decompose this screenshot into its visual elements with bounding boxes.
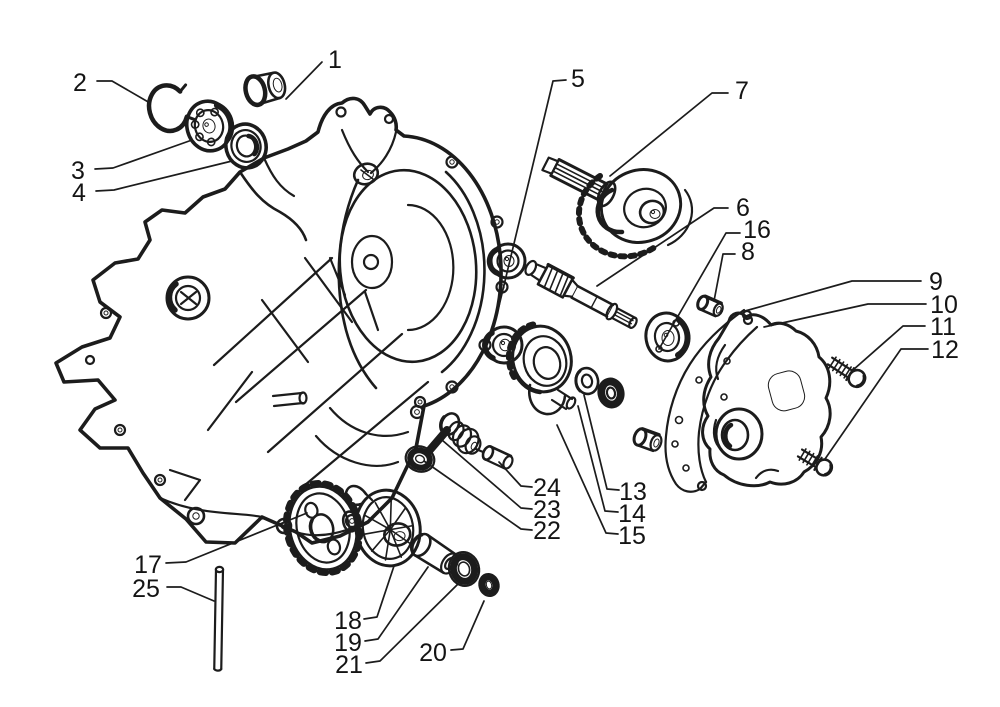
callout-label-5: 5	[571, 65, 585, 93]
mount-boss	[165, 275, 211, 321]
bell-cavity-arc	[406, 203, 455, 332]
leader-line-2	[96, 80, 151, 104]
callout-label-12: 12	[931, 336, 959, 364]
leader-line-13	[583, 394, 620, 491]
leader-line-6	[596, 207, 729, 287]
part-7-primary-shaft	[541, 156, 694, 260]
part-10-transmission-cover	[701, 311, 832, 488]
part-24-pin	[481, 445, 514, 470]
callout-label-18: 18	[334, 607, 362, 635]
callout-label-1: 1	[328, 46, 342, 74]
bell-inner-rim	[338, 168, 478, 364]
leader-line-24	[498, 461, 533, 488]
leader-line-15	[556, 424, 619, 535]
callout-label-10: 10	[930, 291, 958, 319]
part-22-lever	[404, 426, 451, 473]
leader-line-9	[744, 280, 922, 312]
part-12-screw	[796, 448, 834, 477]
part-19-spacer	[410, 532, 460, 575]
callout-label-25: 25	[132, 575, 160, 603]
leader-line-3	[94, 139, 193, 170]
leader-line-16	[658, 232, 741, 350]
leader-line-17	[165, 512, 308, 564]
part-8-dowel-bush-lower	[632, 427, 663, 453]
callout-label-7: 7	[735, 77, 749, 105]
leader-line-10	[763, 303, 927, 328]
part-4-oil-seal	[224, 122, 268, 170]
bell-flange-bolt-holes	[413, 155, 509, 409]
leader-line-22	[423, 460, 533, 531]
callout-label-4: 4	[72, 179, 86, 207]
callout-label-20: 20	[419, 639, 447, 667]
callout-label-21: 21	[335, 651, 363, 679]
part-1-bushing	[243, 71, 287, 108]
callout-label-11: 11	[930, 313, 956, 341]
leader-line-23	[441, 439, 533, 510]
leader-line-19	[364, 566, 429, 642]
part-crankcase-half	[54, 96, 509, 545]
callout-label-6: 6	[736, 194, 750, 222]
part-20-o-ring	[478, 572, 500, 598]
callout-label-24: 24	[533, 474, 561, 502]
leader-line-7	[609, 92, 729, 177]
part-16-ball-bearing	[644, 311, 691, 363]
part-13-ring	[597, 377, 625, 409]
leader-line-20	[450, 600, 485, 651]
bell-divider	[337, 178, 378, 390]
part-11-screw	[826, 356, 867, 389]
part-23-starter-pinion	[439, 412, 485, 455]
part-6-drive-shaft	[524, 259, 638, 329]
bottom-web	[168, 468, 202, 502]
callout-label-23: 23	[533, 496, 561, 524]
crank-hub-hole	[362, 253, 380, 271]
leader-line-21	[365, 583, 459, 664]
callout-label-9: 9	[929, 268, 943, 296]
case-strut-2	[262, 156, 296, 198]
part-3-ball-bearing	[184, 99, 235, 153]
callout-label-14: 14	[618, 500, 646, 528]
part-17-sprocket	[282, 479, 364, 577]
leader-line-11	[852, 325, 926, 371]
callout-label-16: 16	[743, 216, 771, 244]
engine-mount-bracket	[335, 106, 398, 186]
callout-label-15: 15	[618, 522, 646, 550]
case-ribs	[206, 256, 430, 487]
part-8-dowel-bush	[696, 294, 724, 318]
part-25-rod	[213, 565, 225, 672]
leader-line-14	[577, 405, 619, 513]
callout-label-22: 22	[533, 517, 561, 545]
leader-line-1	[285, 61, 323, 100]
sump-curve-2	[314, 434, 400, 467]
pump-wire-clip	[344, 484, 368, 507]
leader-line-5	[498, 79, 567, 307]
bell-flange-ring	[440, 170, 486, 374]
callout-label-17: 17	[134, 551, 162, 579]
crank-hub	[350, 234, 394, 290]
part-14-washer	[574, 366, 600, 396]
leader-line-25	[166, 586, 215, 602]
leader-line-4	[95, 160, 233, 192]
part-15-final-gear	[505, 321, 577, 416]
callout-label-8: 8	[741, 238, 755, 266]
callout-label-3: 3	[71, 157, 85, 185]
leader-line-18	[363, 565, 395, 620]
callout-label-2: 2	[73, 69, 87, 97]
bottom-flange-line	[158, 496, 264, 519]
case-pin	[271, 391, 308, 408]
callout-label-13: 13	[619, 478, 647, 506]
leader-line-12	[824, 348, 929, 460]
part-21-seal	[447, 551, 481, 587]
leader-line-8	[713, 253, 736, 302]
sump-curve	[328, 406, 410, 437]
part-5-ball-bearing	[482, 325, 524, 365]
callout-label-19: 19	[334, 629, 362, 657]
case-strut	[238, 170, 308, 242]
